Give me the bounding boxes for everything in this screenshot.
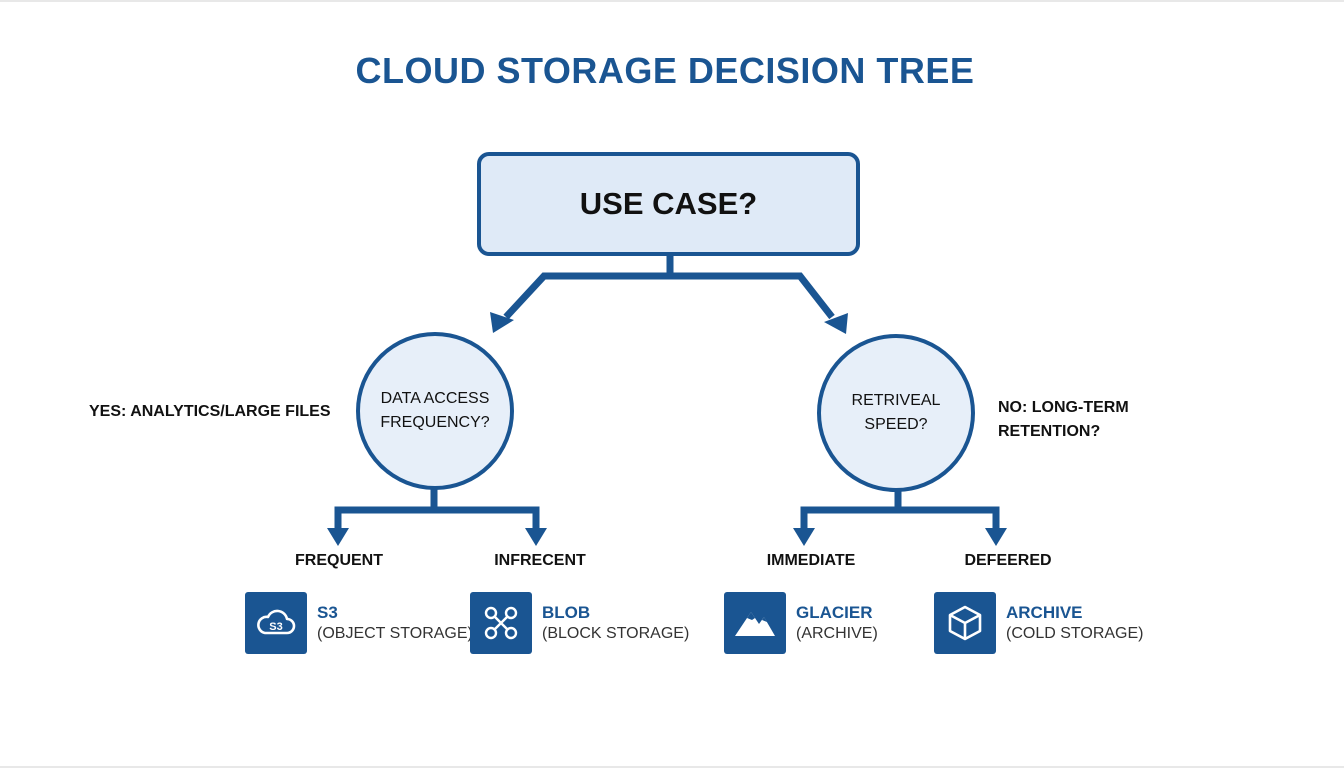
network-nodes-icon: [470, 592, 532, 654]
branch-label-defeered: DEFEERED: [964, 552, 1052, 569]
option-archive-desc: (COLD STORAGE): [1006, 625, 1144, 642]
connector-right-children: [800, 506, 1000, 529]
option-glacier-name: GLACIER: [796, 603, 873, 622]
access-frequency-line-2: FREQUENCY?: [380, 414, 490, 431]
retrieval-speed-line-1: RETRIVEAL: [851, 392, 941, 409]
top-edge-line: [0, 0, 1344, 2]
branch-label-infrecent: INFRECENT: [494, 552, 586, 569]
arrowhead-defeered: [985, 528, 1007, 546]
no-condition-line-1: NO: LONG-TERM: [998, 399, 1129, 416]
option-blob-desc: (BLOCK STORAGE): [542, 625, 690, 642]
retrieval-speed-line-2: SPEED?: [864, 416, 928, 433]
arrowhead-infrecent: [525, 528, 547, 546]
yes-condition-label: YES: ANALYTICS/LARGE FILES: [89, 403, 331, 420]
arrowhead-root-right: [824, 313, 848, 334]
access-frequency-node: DATA ACCESS FREQUENCY?: [356, 332, 514, 490]
option-glacier: GLACIER (ARCHIVE): [724, 592, 878, 654]
option-s3: S3 S3 (OBJECT STORAGE): [245, 592, 473, 654]
arrowhead-immediate: [793, 528, 815, 546]
option-blob-name: BLOB: [542, 603, 591, 622]
bottom-edge-line: [0, 766, 1344, 768]
retrieval-speed-node: RETRIVEAL SPEED?: [817, 334, 975, 492]
arrowhead-root-left: [490, 312, 514, 333]
access-frequency-line-1: DATA ACCESS: [380, 390, 490, 407]
branch-label-frequent: FREQUENT: [295, 552, 383, 569]
option-archive-name: ARCHIVE: [1006, 603, 1083, 622]
option-s3-desc: (OBJECT STORAGE): [317, 625, 473, 642]
option-blob: BLOB (BLOCK STORAGE): [470, 592, 689, 654]
cloud-s3-icon: S3: [245, 592, 307, 654]
branch-label-immediate: IMMEDIATE: [766, 552, 856, 569]
cube-icon: [934, 592, 996, 654]
diagram-title: CLOUD STORAGE DECISION TREE: [355, 50, 975, 91]
arrowhead-frequent: [327, 528, 349, 546]
no-condition-label: NO: LONG-TERM RETENTION?: [998, 396, 1129, 444]
connector-root-right: [670, 272, 835, 320]
connector-left-children: [334, 506, 540, 529]
root-question-box: USE CASE?: [477, 152, 860, 256]
mountain-icon: [724, 592, 786, 654]
option-s3-name: S3: [317, 603, 338, 622]
svg-text:S3: S3: [269, 621, 282, 633]
no-condition-line-2: RETENTION?: [998, 423, 1101, 440]
option-glacier-desc: (ARCHIVE): [796, 625, 878, 642]
connector-root-left: [503, 272, 670, 320]
root-question-label: USE CASE?: [579, 186, 758, 221]
option-archive: ARCHIVE (COLD STORAGE): [934, 592, 1144, 654]
